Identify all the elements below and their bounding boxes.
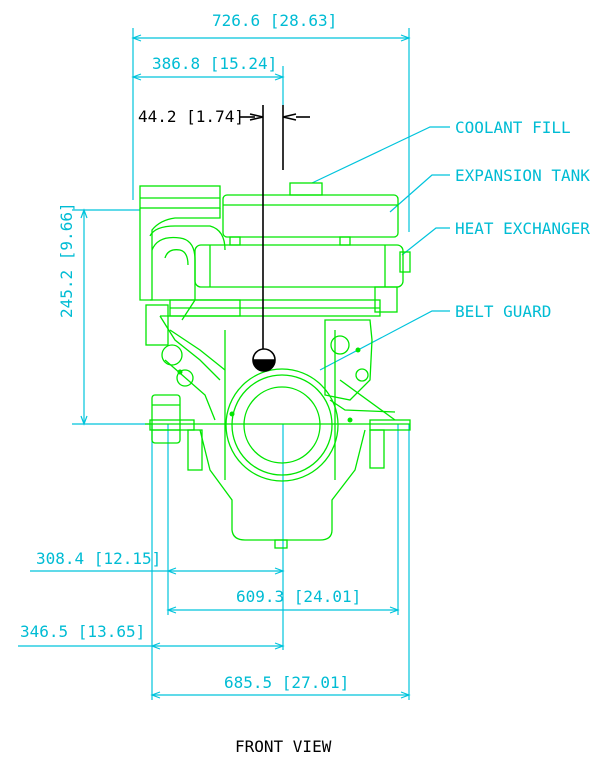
- mount-left-offset-dimension: 308.4 [12.15]: [36, 549, 161, 568]
- base-left-offset-dimension: 346.5 [13.65]: [20, 622, 145, 641]
- engine-outline: [139, 182, 411, 549]
- overall-width-dimension: 726.6 [28.63]: [212, 11, 337, 30]
- center-of-gravity-symbol: [252, 348, 276, 372]
- height-above-mount-dimension: 245.2 [9.66]: [57, 202, 76, 318]
- left-to-center-dimension: 386.8 [15.24]: [152, 54, 277, 73]
- center-offset-dimension: 44.2 [1.74]: [138, 107, 244, 126]
- base-width-dimension: 685.5 [27.01]: [224, 673, 349, 692]
- view-title: FRONT VIEW: [235, 737, 332, 756]
- callout-belt-guard: BELT GUARD: [455, 302, 551, 321]
- callout-heat-exchanger: HEAT EXCHANGER: [455, 219, 590, 238]
- mount-span-dimension: 609.3 [24.01]: [236, 587, 361, 606]
- callout-coolant-fill: COOLANT FILL: [455, 118, 571, 137]
- callout-leaders: [311, 126, 450, 371]
- dimension-lines: [18, 28, 411, 700]
- callout-expansion-tank: EXPANSION TANK: [455, 166, 590, 185]
- centerline: [240, 105, 310, 362]
